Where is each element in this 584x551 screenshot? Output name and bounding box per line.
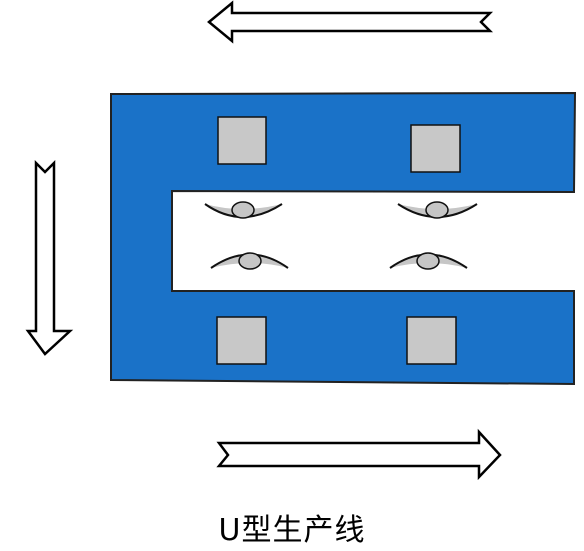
operator-bottom-right (389, 252, 468, 270)
right-arrow-icon (216, 428, 502, 481)
operator-bottom-left (210, 252, 289, 270)
down-arrow-icon (25, 159, 74, 356)
left-arrow-icon (207, 0, 494, 44)
station-lower-right (406, 316, 457, 365)
operator-top-right (397, 201, 478, 219)
u-line-body (110, 91, 577, 386)
station-lower-left (216, 316, 267, 365)
diagram-caption: U型生产线 (218, 513, 366, 548)
station-upper-left (217, 116, 267, 165)
operator-top-left (204, 201, 283, 219)
station-upper-right (410, 124, 461, 173)
